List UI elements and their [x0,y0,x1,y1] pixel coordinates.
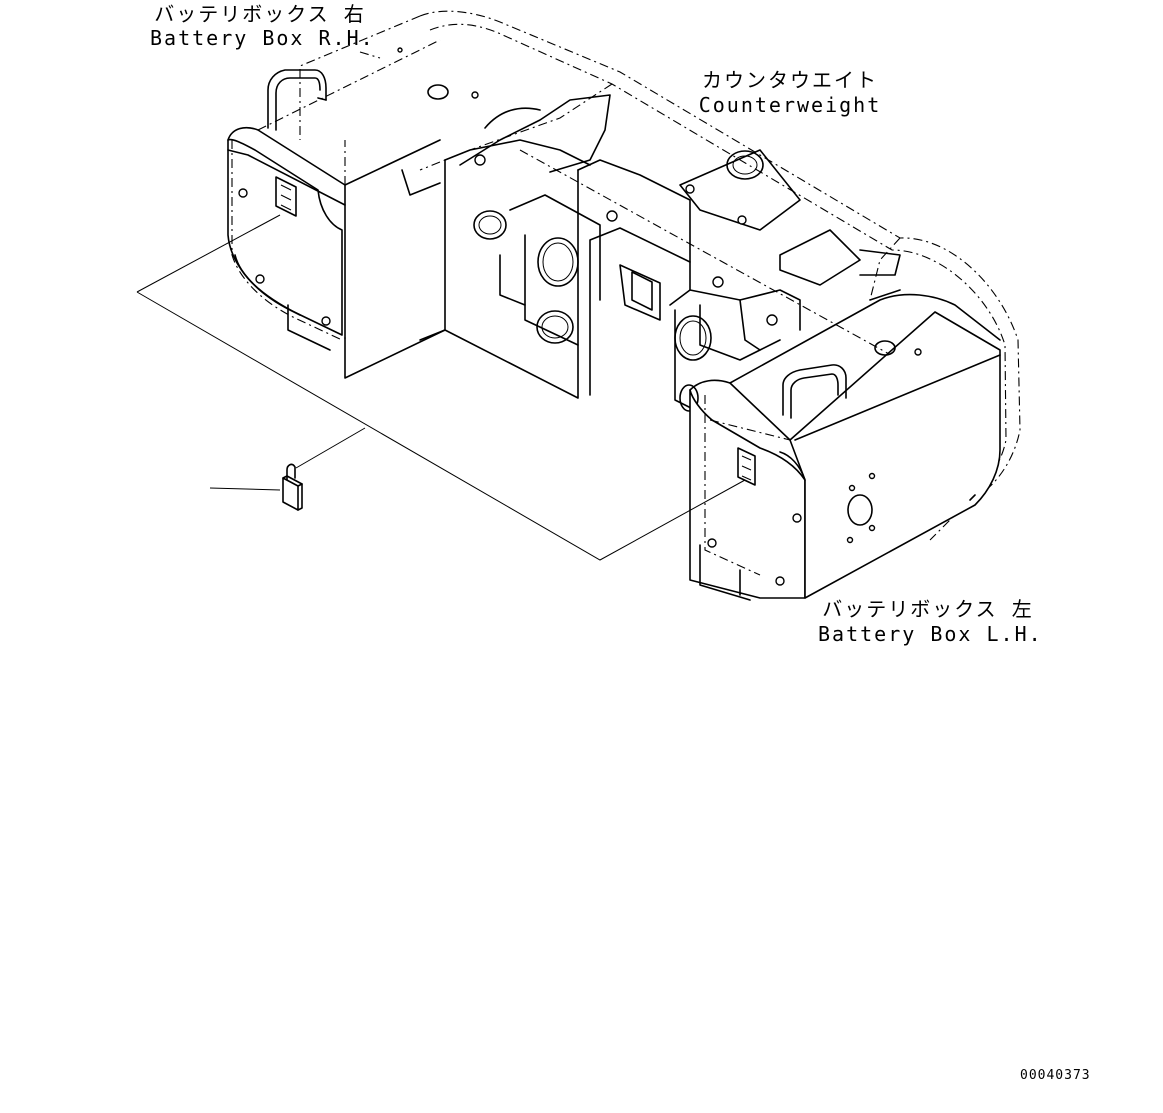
frame-holes [473,150,778,412]
lock-location-plane [136,214,746,561]
battery-box-rh [227,39,479,379]
center-frame [419,94,901,411]
battery-box-rh-label-jp: バッテリボックス 右 [154,2,366,26]
drawing-number: 00040373 [1020,1068,1091,1083]
battery-box-lh [689,293,1001,601]
counterweight-label-en: Counterweight [698,93,882,117]
counterweight-label-jp: カウンタウエイト [702,68,878,92]
battery-box-lh-label-jp: バッテリボックス 左 [822,597,1034,621]
battery-box-rh-label-en: Battery Box R.H. [150,26,375,50]
padlock-icon [282,463,303,511]
battery-box-lh-label-en: Battery Box L.H. [818,622,1043,646]
